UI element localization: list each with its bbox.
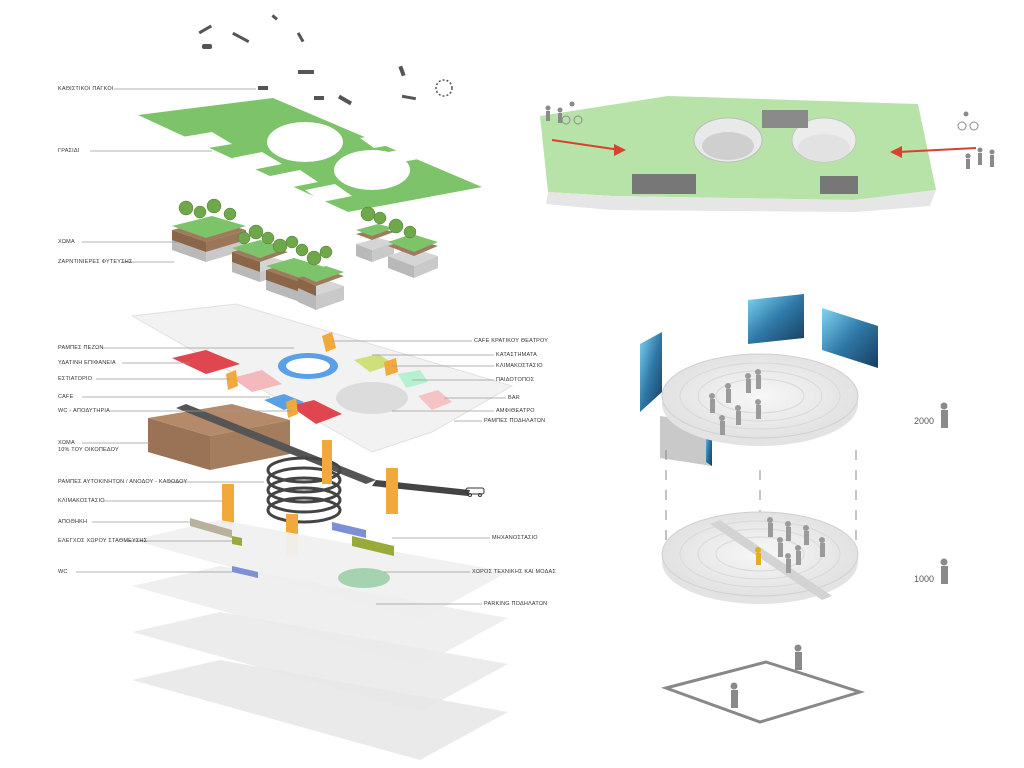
label-parking-control: ΕΛΕΓΧΟΣ ΧΩΡΟΥ ΣΤΑΘΜΕΥΣΗΣ <box>58 538 148 544</box>
soil-volume <box>148 404 290 470</box>
label-soil-2: ΧΩΜΑ <box>58 440 75 446</box>
label-cafe-theatre: CAFE ΚΡΑΤΙΚΟΥ ΘΕΑΤΡΟΥ <box>474 338 549 344</box>
label-tech-fashion: ΧΩΡΟΣ ΤΕΧΝΙΚΗΣ ΚΑΙ ΜΟΔΑΣ <box>472 569 556 575</box>
label-wc-2: WC <box>58 569 68 575</box>
scale-upper: 2000 <box>914 416 935 426</box>
label-machine-room: ΜΗΧΑΝΟΣΤΑΣΙΟ <box>492 535 538 541</box>
car-icon <box>465 487 485 497</box>
label-soil-2-note: 10% ΤΟΥ ΟΙΚΟΠΕΔΟΥ <box>58 447 119 453</box>
label-water: ΥΔΑΤΙΝΗ ΕΠΙΦΑΝΕΙΑ <box>58 360 116 366</box>
label-bike-ramps: ΡΑΜΠΕΣ ΠΟΔΗΛΑΤΩΝ <box>484 418 546 424</box>
label-amphitheatre: ΑΜΦΙΘΕΑΤΡΟ <box>496 408 535 414</box>
label-bar: BAR <box>508 395 520 401</box>
basement-slabs <box>132 518 508 760</box>
label-playground: ΠΑΙΔΟΤΟΠΟΣ <box>496 377 535 383</box>
label-shops: ΚΑΤΑΣΤΗΜΑΤΑ <box>496 352 537 358</box>
label-stairs-right: ΚΛΙΜΑΚΟΣΤΑΣΙΟ <box>496 363 543 369</box>
screen-panels <box>640 294 878 466</box>
label-cafe: CAFE <box>58 394 74 400</box>
crowd-figures <box>709 369 825 573</box>
site-perspective <box>540 96 995 212</box>
label-restaurant: ΕΣΤΙΑΤΟΡΙΟ <box>58 376 93 382</box>
label-stairs: ΚΛΙΜΑΚΟΣΤΑΣΙΟ <box>58 498 105 504</box>
benches-layer <box>198 14 453 106</box>
label-planters: ΖΑΡΝΤΙΝΙΕΡΕΣ ΦΥΤΕΥΣΗΣ <box>58 259 133 265</box>
label-storage: ΑΠΟΘΗΚΗ <box>58 519 88 525</box>
label-wc: WC - ΑΠΟΔΥΤΗΡΙΑ <box>58 408 110 414</box>
amphitheatre-diagram <box>640 294 948 724</box>
planters-layer <box>172 198 438 310</box>
label-bike-parking: PARKING ΠΟΔΗΛΑΤΩΝ <box>484 601 548 607</box>
people-icons <box>545 101 995 169</box>
ground-floor-layer <box>130 303 514 453</box>
scale-figures <box>730 402 948 708</box>
label-ped-ramps: ΡΑΜΠΕΣ ΠΕΖΩΝ <box>58 345 104 351</box>
grass-layer <box>138 98 482 212</box>
label-soil: ΧΩΜΑ <box>58 239 75 245</box>
scale-lower: 1000 <box>914 574 935 584</box>
label-grass: ΓΡΑΣΙΔΙ <box>58 148 80 154</box>
label-car-ramps: ΡΑΜΠΕΣ ΑΥΤΟΚΙΝΗΤΩΝ / ΑΝΟΔΟΥ - ΚΑΘΟΔΟΥ <box>58 479 188 485</box>
label-benches: ΚΑΘΙΣΤΙΚΟΙ ΠΑΓΚΟΙ <box>58 86 114 92</box>
leader-lines-left <box>76 88 294 573</box>
leader-lines-right <box>332 340 506 605</box>
